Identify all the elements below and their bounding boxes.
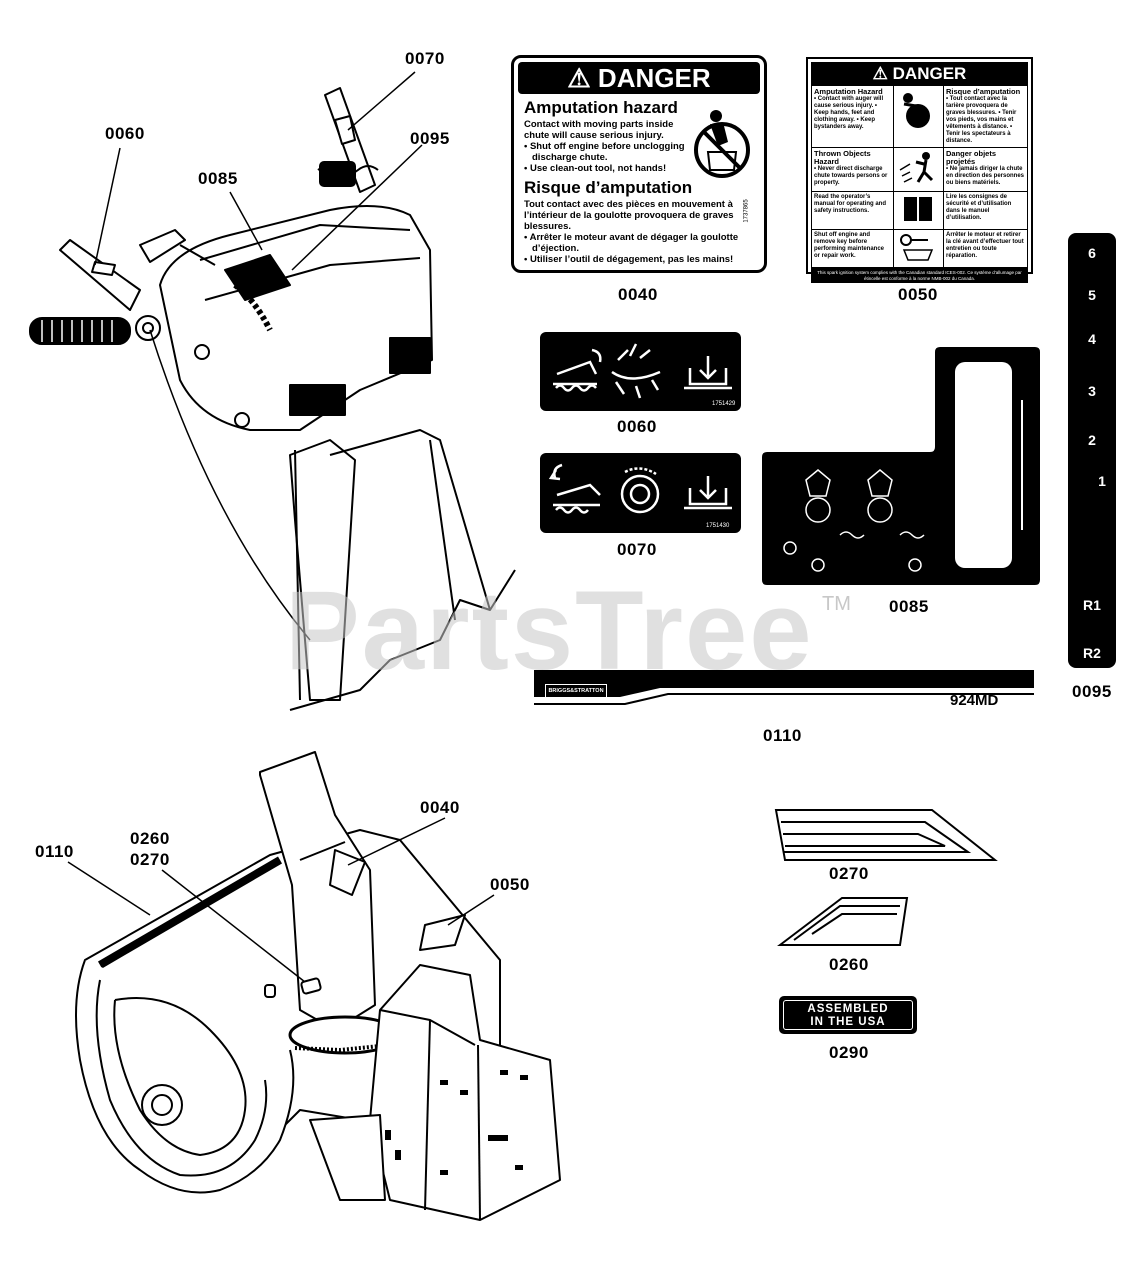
thrown-objects-icon: [894, 148, 944, 192]
part-label-0040: 0040: [618, 285, 658, 304]
decal-0050-r3-en: Read the operator’s manual for operating…: [812, 192, 894, 230]
dashboard-assembly-drawing: [29, 87, 516, 711]
part-label-0290: 0290: [829, 1043, 869, 1062]
decal-0110: [534, 670, 1034, 712]
decal-0050-r4-fr: Arrêter le moteur et retirer la clé avan…: [944, 230, 1027, 268]
decal-0040-code: 1737865: [743, 199, 750, 223]
part-label-0110: 0110: [763, 726, 802, 745]
gear-4: 4: [1088, 331, 1096, 347]
part-label-0085: 0085: [889, 597, 929, 616]
decal-0040-en-text: Contact with moving parts inside chute w…: [524, 119, 674, 141]
decal-0070: 1751430: [540, 453, 741, 533]
part-label-0070: 0070: [617, 540, 657, 559]
watermark-text: PartsTree: [285, 568, 814, 693]
auger-hazard-icon: [894, 86, 944, 148]
decal-0040-fr-title: Risque d’amputation: [524, 178, 693, 197]
decal-0085: 1 2: [762, 347, 1040, 585]
decal-0270-shape: [774, 809, 998, 861]
gear-2: 2: [1088, 432, 1096, 448]
callout-0060-top: 0060: [105, 124, 145, 143]
decal-0290-text: ASSEMBLED IN THE USA: [783, 1000, 913, 1030]
decal-0070-code: 1751430: [706, 523, 730, 529]
callout-0070-top: 0070: [405, 49, 445, 68]
decal-0040-fr-bullet1: • Arrêter le moteur avant de dégager la …: [524, 232, 739, 254]
gear-5: 5: [1088, 287, 1096, 303]
callout-0085-top: 0085: [198, 169, 238, 188]
decal-0110-model: 924MD: [950, 692, 999, 709]
gear-6: 6: [1088, 245, 1096, 261]
decal-0050: ⚠ DANGER Amputation Hazard• Contact with…: [806, 57, 1033, 283]
gear-3: 3: [1088, 383, 1096, 399]
decal-0050-r3-fr: Lire les consignes de sécurité et d’util…: [944, 192, 1027, 230]
decal-0060: 1751429: [540, 332, 741, 411]
callout-0110-bottom: 0110: [35, 842, 74, 861]
key-removal-icon: [894, 230, 944, 268]
part-label-0050: 0050: [898, 285, 938, 304]
decal-0040-fr-text: Tout contact avec des pièces en mouvemen…: [524, 199, 734, 232]
decal-0095: 6 5 4 3 2 1 R1 R2: [1068, 233, 1116, 668]
leader-lines-bottom: [67, 817, 495, 983]
callout-0270-bottom: 0270: [130, 850, 170, 869]
decal-0110-brand: BRIGGS&STRATTON: [545, 684, 607, 698]
callout-0260-bottom: 0260: [130, 829, 170, 848]
part-label-0260: 0260: [829, 955, 869, 974]
decal-0050-r2-fr: Danger objets projetés• Ne jamais dirige…: [944, 148, 1027, 192]
leader-lines-top: [94, 71, 423, 271]
decal-0050-r1-fr: Risque d’amputation• Tout contact avec l…: [944, 86, 1027, 148]
gear-1: 1: [1098, 473, 1106, 489]
decal-0290-line2: IN THE USA: [810, 1016, 886, 1028]
decal-0050-grid: Amputation Hazard• Contact with auger wi…: [811, 86, 1028, 269]
part-label-0060: 0060: [617, 417, 657, 436]
part-label-0095: 0095: [1072, 682, 1112, 701]
part-label-0270: 0270: [829, 864, 869, 883]
decal-0290-line1: ASSEMBLED: [807, 1003, 889, 1015]
decal-0040-en-title: Amputation hazard: [524, 98, 678, 117]
decal-0085-step2: 2: [911, 561, 916, 571]
decal-0040-header: ⚠ DANGER: [518, 62, 760, 94]
decal-0290: ASSEMBLED IN THE USA: [779, 996, 917, 1034]
decal-0040-fr-bullet2: • Utiliser l’outil de dégagement, pas le…: [524, 254, 734, 265]
no-hands-icon: [694, 110, 750, 178]
decal-0060-code: 1751429: [712, 401, 736, 407]
gear-r1: R1: [1083, 597, 1101, 613]
decal-0040: ⚠ DANGER Amputation hazard Contact with …: [511, 55, 767, 273]
callout-0050-bottom: 0050: [490, 875, 530, 894]
decal-0050-r4-en: Shut off engine and remove key before pe…: [812, 230, 894, 268]
decal-0050-r2-en: Thrown Objects Hazard• Never direct disc…: [812, 148, 894, 192]
decal-0050-header: ⚠ DANGER: [811, 62, 1028, 86]
decal-0085-step1: 1: [814, 561, 819, 571]
callout-0040-bottom: 0040: [420, 798, 460, 817]
callout-0095-top: 0095: [410, 129, 450, 148]
decal-0040-en-bullet2: • Use clean-out tool, not hands!: [524, 163, 667, 174]
decal-0040-en-bullet1: • Shut off engine before unclogging disc…: [524, 141, 685, 163]
gear-r2: R2: [1083, 645, 1101, 661]
decal-0050-footer: This spark ignition system complies with…: [811, 269, 1028, 283]
manual-icon: [894, 192, 944, 230]
decal-0050-r1-en: Amputation Hazard• Contact with auger wi…: [812, 86, 894, 148]
auger-housing-drawing: [75, 751, 561, 1221]
watermark-trademark: TM: [822, 593, 851, 615]
decal-0260-shape: [777, 897, 909, 946]
